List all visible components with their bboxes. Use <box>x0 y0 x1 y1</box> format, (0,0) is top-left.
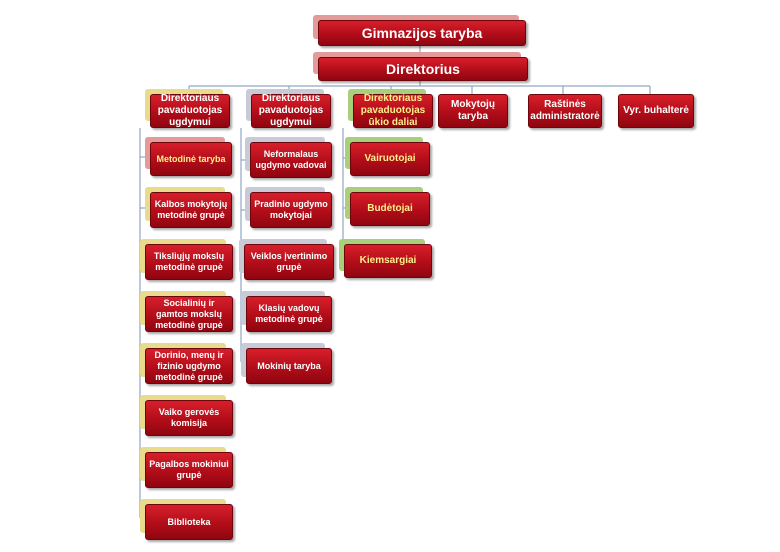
node-socialiniu-grupe: Socialinių ir gamtos mokslų metodinė gru… <box>140 291 233 332</box>
node-vyr-buhaltere: Vyr. buhalterė <box>618 94 694 128</box>
node-mokytoju-taryba: Mokytojų taryba <box>438 94 508 128</box>
node-budetojai: Budėtojai <box>345 187 430 226</box>
node-tiksliuju-grupe: Tiksliųjų mokslų metodinė grupė <box>140 239 233 280</box>
node-vaiko-geroves-komisija: Vaiko gerovės komisija <box>140 395 233 436</box>
node-mokiniu-taryba: Mokinių taryba <box>241 343 332 384</box>
node-gimnazijos-taryba: Gimnazijos taryba <box>313 15 526 46</box>
node-biblioteka: Biblioteka <box>140 499 233 540</box>
node-metodine-taryba: Metodinė taryba <box>145 137 232 176</box>
node-pavaduotojas-ukio: Direktoriaus pavaduotojas ūkio daliai <box>348 89 433 128</box>
node-pavaduotojas-ugdymui-2: Direktoriaus pavaduotojas ugdymui <box>246 89 331 128</box>
node-veiklos-ivertinimo: Veiklos įvertinimo grupė <box>239 239 334 280</box>
node-kalbos-grupe: Kalbos mokytojų metodinė grupė <box>145 187 232 228</box>
node-pavaduotojas-ugdymui-1: Direktoriaus pavaduotojas ugdymui <box>145 89 230 128</box>
node-direktorius: Direktorius <box>313 52 528 81</box>
node-pagalbos-mokiniui: Pagalbos mokiniui grupė <box>140 447 233 488</box>
node-kiemsargiai: Kiemsargiai <box>339 239 432 278</box>
node-klasiu-vadovu: Klasių vadovų metodinė grupė <box>241 291 332 332</box>
node-neformalaus-ugdymo: Neformalaus ugdymo vadovai <box>245 137 332 178</box>
node-dorinio-grupe: Dorinio, menų ir fizinio ugdymo metodinė… <box>140 343 233 384</box>
node-pradinio-ugdymo: Pradinio ugdymo mokytojai <box>245 187 332 228</box>
node-rastines-administratore: Raštinės administratorė <box>528 94 602 128</box>
node-vairuotojai: Vairuotojai <box>345 137 430 176</box>
